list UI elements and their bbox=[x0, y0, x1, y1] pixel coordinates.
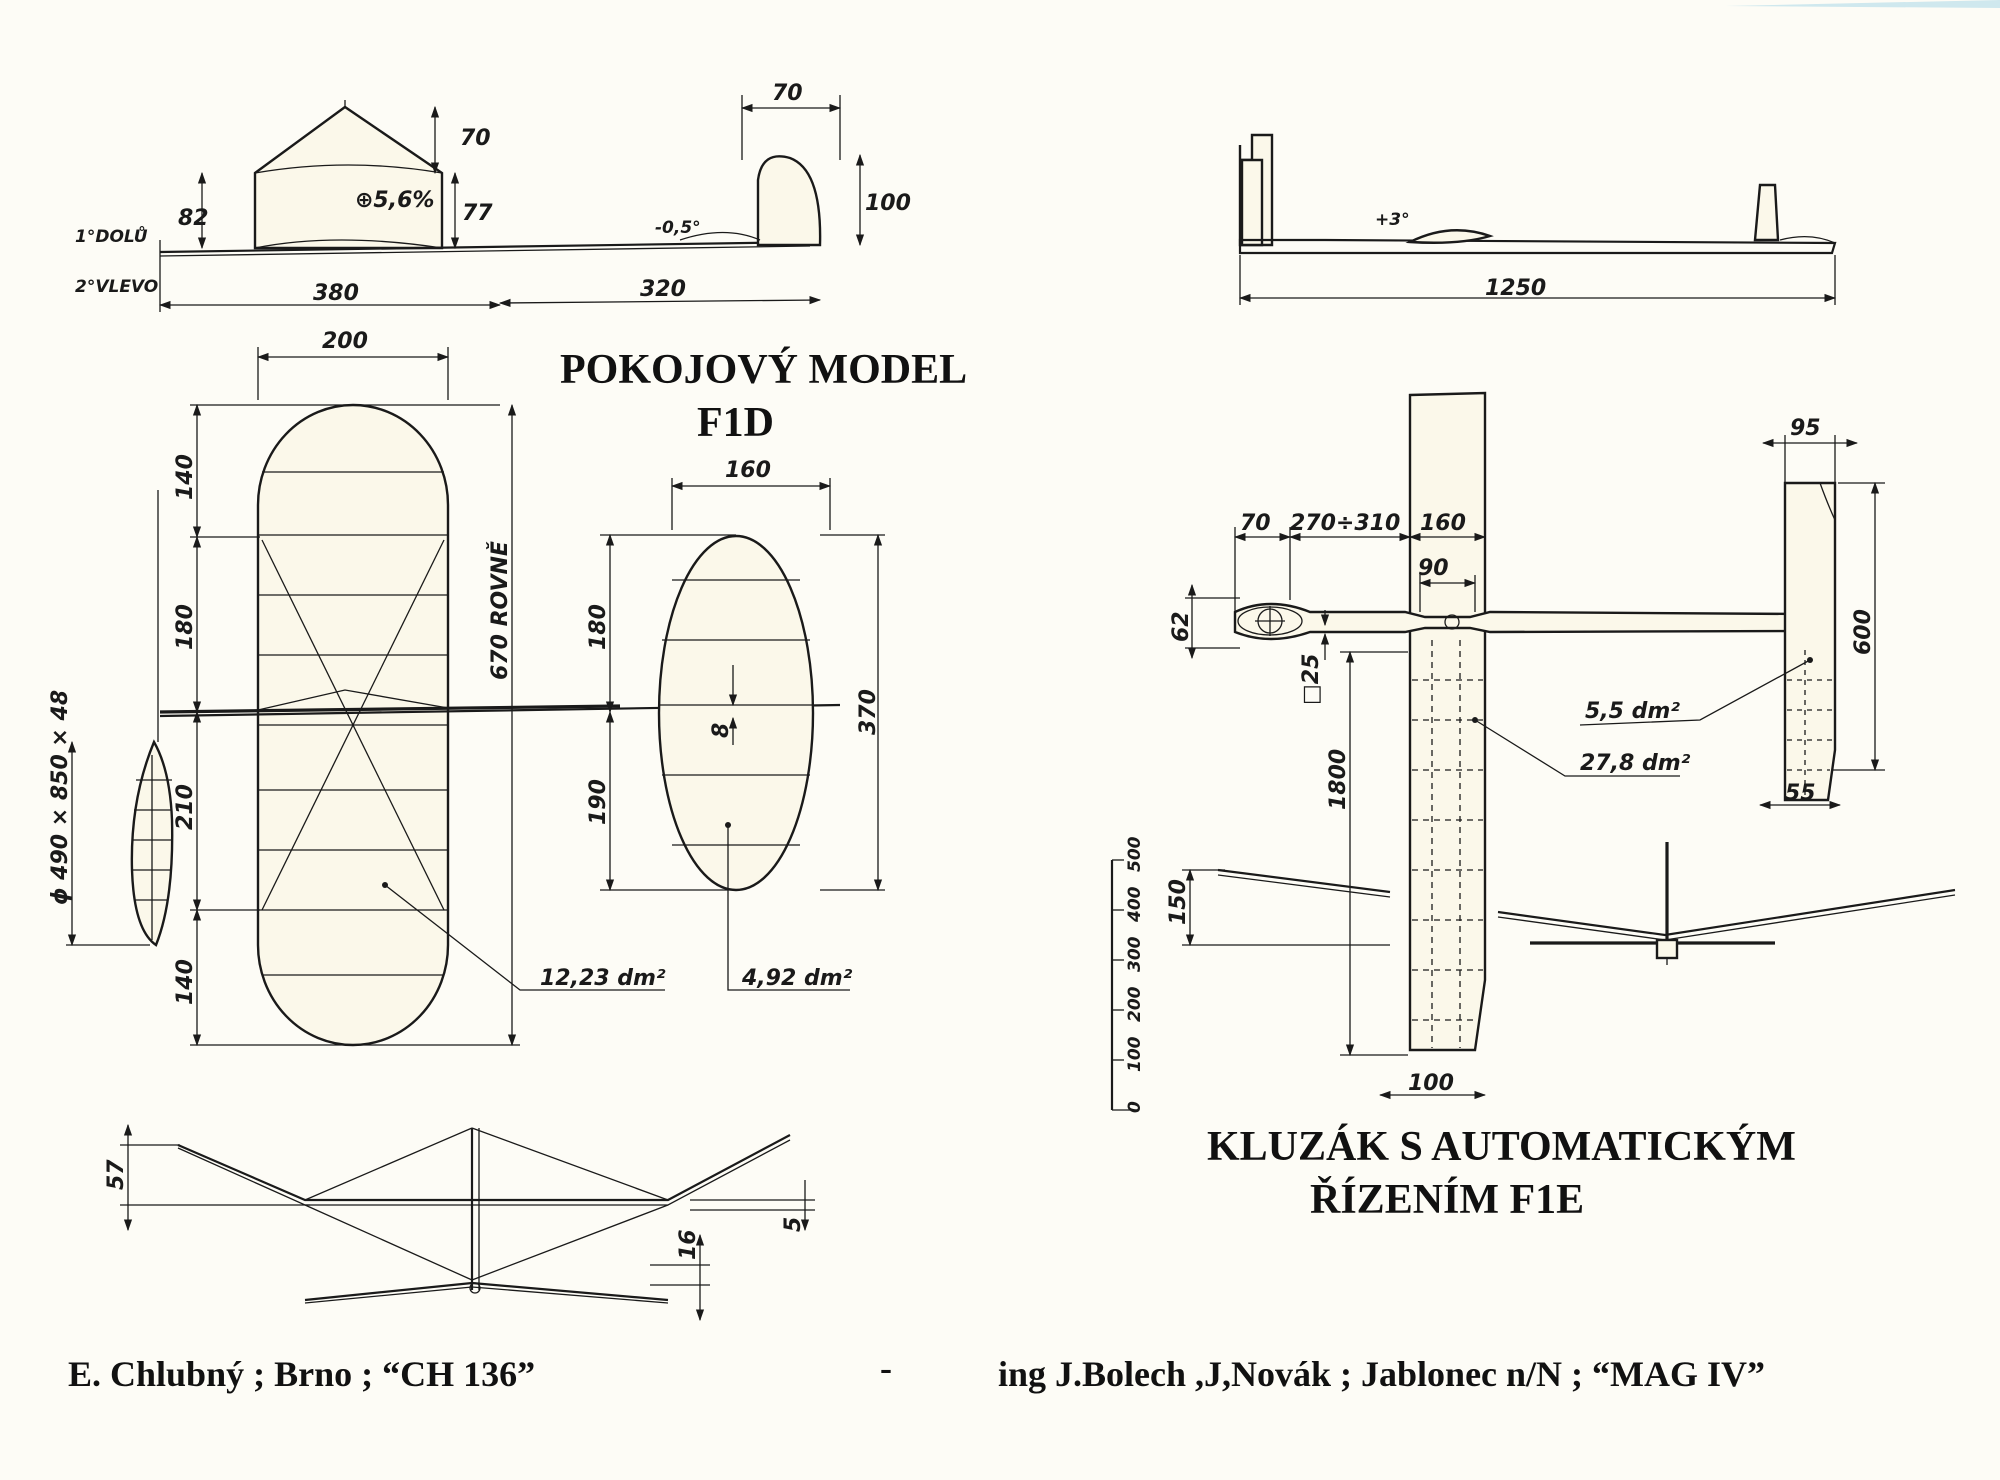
f1d-plan-dim-8: 8 bbox=[709, 723, 734, 738]
f1e-plan-dim-25: □25 bbox=[1299, 654, 1324, 705]
f1d-front-dim-5: 5 bbox=[781, 1217, 806, 1232]
f1e-plan-dim-270-310: 270÷310 bbox=[1290, 511, 1400, 536]
f1e-plan-dim-100: 100 bbox=[1408, 1071, 1454, 1096]
scale-tick-500: 500 bbox=[1125, 836, 1145, 872]
f1d-plan-dim-200: 200 bbox=[322, 329, 368, 354]
f1d-side-note-vlevo: 2°VLEVO bbox=[75, 277, 158, 297]
f1d-plan-dim-180-tail: 180 bbox=[586, 604, 611, 650]
f1e-plan-dim-95: 95 bbox=[1790, 416, 1821, 441]
f1d-wing-area: 12,23 dm² bbox=[540, 966, 666, 991]
credit-left: E. Chlubný ; Brno ; “CH 136” bbox=[68, 1354, 535, 1394]
f1d-prop-dim: ϕ 490 × 850 × 48 bbox=[48, 690, 73, 905]
f1e-plan-dim-55: 55 bbox=[1785, 781, 1816, 806]
f1e-plan-dim-600: 600 bbox=[1851, 609, 1876, 655]
f1e-plan-dim-160: 160 bbox=[1420, 511, 1466, 536]
f1d-front-dim-16: 16 bbox=[676, 1229, 701, 1260]
credit-dash: - bbox=[880, 1348, 892, 1388]
f1d-front-dim-57: 57 bbox=[104, 1159, 129, 1190]
f1e-plan-dim-90: 90 bbox=[1418, 556, 1449, 581]
f1d-side-dim-70-top: 70 bbox=[772, 81, 803, 106]
scale-tick-0: 0 bbox=[1125, 1101, 1145, 1113]
f1e-side-view bbox=[1238, 133, 1837, 305]
f1d-plan-span: 670 ROVNĚ bbox=[487, 541, 513, 680]
f1e-front-dim-150: 150 bbox=[1166, 879, 1191, 925]
f1d-side-dim-100: 100 bbox=[865, 191, 911, 216]
scale-tick-300: 300 bbox=[1125, 936, 1145, 972]
f1e-plan-dim-1800: 1800 bbox=[1326, 749, 1351, 810]
f1e-plan-dim-62: 62 bbox=[1169, 611, 1194, 642]
f1d-plan-dim-180-wing: 180 bbox=[173, 604, 198, 650]
f1d-plan-dim-140-top: 140 bbox=[173, 454, 198, 500]
f1e-plan-view bbox=[1185, 391, 1885, 1100]
f1d-plan-dim-140-bottom: 140 bbox=[173, 959, 198, 1005]
f1d-side-dim-77: 77 bbox=[462, 201, 493, 226]
f1d-side-camber: ⊕5,6% bbox=[355, 188, 434, 213]
credit-right: ing J.Bolech ,J,Novák ; Jablonec n/N ; “… bbox=[998, 1354, 1765, 1394]
f1d-side-incidence: -0,5° bbox=[655, 218, 701, 238]
f1d-title-line2: F1D bbox=[697, 400, 774, 446]
f1d-tail-area: 4,92 dm² bbox=[741, 966, 853, 991]
corner-accent bbox=[1725, 0, 2000, 8]
f1d-side-view bbox=[158, 95, 865, 312]
f1d-plan-dim-160: 160 bbox=[725, 458, 771, 483]
f1d-side-dim-70: 70 bbox=[460, 126, 491, 151]
f1e-plan-dim-70: 70 bbox=[1240, 511, 1271, 536]
scale-tick-200: 200 bbox=[1125, 986, 1145, 1022]
f1e-title-line1: KLUZÁK S AUTOMATICKÝM bbox=[1207, 1123, 1796, 1170]
f1d-front-view bbox=[120, 1123, 815, 1322]
f1d-plan-view bbox=[66, 347, 885, 1047]
f1e-front-view bbox=[1110, 842, 1956, 1111]
f1d-side-dim-380: 380 bbox=[313, 281, 359, 306]
scale-tick-100: 100 bbox=[1125, 1036, 1145, 1072]
f1e-side-dim-1250: 1250 bbox=[1485, 276, 1546, 301]
f1e-stab-area: 5,5 dm² bbox=[1585, 699, 1680, 724]
f1d-side-note-dolu: 1°DOLŮ bbox=[75, 225, 148, 247]
f1e-wing-area: 27,8 dm² bbox=[1580, 751, 1691, 776]
f1d-title-line1: POKOJOVÝ MODEL bbox=[560, 346, 967, 393]
scale-tick-400: 400 bbox=[1125, 886, 1145, 923]
f1d-plan-dim-210: 210 bbox=[173, 784, 198, 830]
f1d-side-dim-82: 82 bbox=[178, 206, 209, 231]
f1e-title-line2: ŘÍZENÍM F1E bbox=[1310, 1176, 1584, 1223]
f1d-side-dim-320: 320 bbox=[640, 277, 686, 302]
f1d-plan-dim-370: 370 bbox=[856, 689, 881, 735]
f1e-side-incidence: +3° bbox=[1375, 210, 1410, 230]
f1d-plan-dim-190: 190 bbox=[586, 779, 611, 825]
